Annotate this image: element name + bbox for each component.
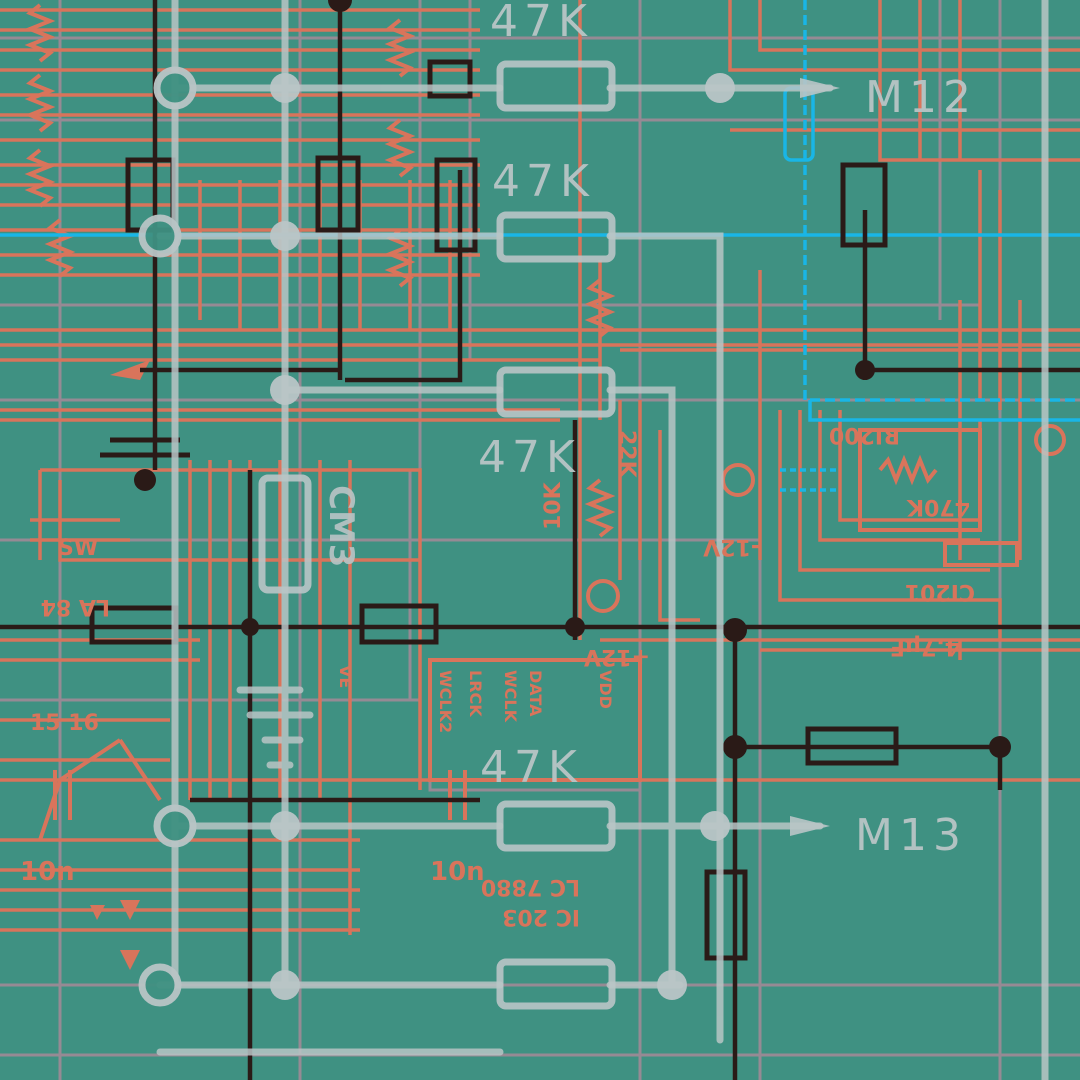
label-m12: M12 <box>865 72 977 123</box>
overlay-trace-layer <box>156 0 1049 1080</box>
label-m13: M13 <box>855 810 967 861</box>
label-cap-10n-left: 10n <box>20 857 75 887</box>
label-ic-ref: IC 203 <box>502 904 580 929</box>
terminal-right <box>1034 424 1066 456</box>
label-47k-lower: 47K <box>480 742 583 793</box>
label-470k: 470K <box>906 494 970 519</box>
resistor-dark-upper-right <box>840 162 888 248</box>
resistor-bottom <box>496 958 616 1010</box>
label-ic-type: LC 7880 <box>481 874 580 899</box>
label-la84: LA 84 <box>41 594 110 619</box>
ic-lc7880-block <box>428 658 642 782</box>
orange-components <box>38 424 1066 841</box>
label-ci201: CI201 <box>905 579 975 604</box>
label-pins-left: 15 16 <box>30 711 99 736</box>
label-47k-top: 47K <box>490 0 593 47</box>
orange-labels: 22K 10K -12V +12V 470K RI200 CI201 4.7μF… <box>20 422 975 929</box>
capacitor-10n-mid <box>448 770 467 820</box>
capacitor-ci201 <box>943 541 1019 567</box>
terminal-minus-12v <box>721 463 755 497</box>
terminal-plus-12v <box>586 579 620 613</box>
label-ve: VE <box>336 665 355 688</box>
overlay-arrows <box>790 78 840 836</box>
resistor-47k-second <box>496 211 616 263</box>
label-47k-middle: 47K <box>478 432 581 483</box>
label-pin-lrck: LRCK <box>466 670 485 717</box>
label-cm3: CM3 <box>321 485 361 567</box>
overlay-resistors <box>258 60 616 1010</box>
orange-zigzag-resistors <box>24 3 938 538</box>
resistor-dark-right <box>805 726 899 766</box>
overlay-terminals <box>138 66 197 1007</box>
overlay-junctions <box>270 73 735 1000</box>
capacitor-10n-left <box>53 770 72 820</box>
orange-trace-layer <box>0 0 1080 935</box>
dark-components <box>89 59 899 961</box>
label-plus-12v: +12V <box>584 644 650 669</box>
label-pin-vdd: VDD <box>596 670 615 709</box>
label-pin-data: DATA <box>526 670 545 717</box>
label-sw: SW <box>58 536 98 561</box>
resistor-dark-vertical <box>434 157 478 253</box>
ic-block-right <box>858 428 982 532</box>
label-pin-wclk: WCLK <box>501 670 520 723</box>
resistor-47k-lower <box>496 800 616 852</box>
label-22k: 22K <box>614 430 639 479</box>
cyan-trace-layer <box>0 0 1080 492</box>
label-cap-10n-mid: 10n <box>430 857 485 887</box>
switch-symbol <box>38 738 162 841</box>
transistor-mid <box>315 155 361 233</box>
resistor-47k-top <box>496 60 616 112</box>
resistor-dark-top <box>427 59 473 99</box>
label-minus-12v: -12V <box>703 534 760 559</box>
dark-junctions <box>134 0 1011 759</box>
label-pin-wclk2: WCLK2 <box>436 670 455 733</box>
label-ri200: RI200 <box>829 422 900 447</box>
label-47k-second: 47K <box>492 156 595 207</box>
orange-arrows <box>90 360 150 970</box>
resistor-47k-middle <box>496 366 616 418</box>
label-4-7uf: 4.7μF <box>890 634 960 659</box>
capacitor-overlay <box>258 474 312 594</box>
label-10k: 10K <box>541 481 566 530</box>
resistor-dark-center <box>359 603 439 645</box>
resistor-dark-bottom <box>704 869 748 961</box>
overlay-labels: 47K 47K 47K 47K M12 M13 <box>478 0 977 861</box>
